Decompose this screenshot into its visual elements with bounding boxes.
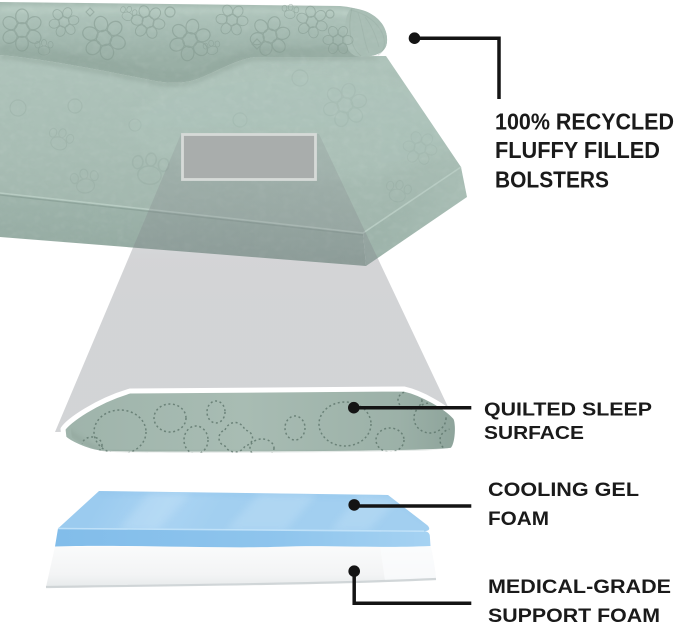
svg-text:SUPPORT FOAM: SUPPORT FOAM (488, 606, 660, 626)
svg-text:QUILTED SLEEP: QUILTED SLEEP (484, 399, 652, 420)
svg-text:FOAM: FOAM (488, 509, 549, 530)
svg-text:MEDICAL-GRADE: MEDICAL-GRADE (488, 577, 671, 598)
svg-text:FLUFFY FILLED: FLUFFY FILLED (495, 137, 660, 163)
svg-text:BOLSTERS: BOLSTERS (495, 166, 609, 192)
svg-text:100% RECYCLED: 100% RECYCLED (495, 108, 674, 134)
svg-text:COOLING GEL: COOLING GEL (488, 480, 639, 501)
svg-text:SURFACE: SURFACE (484, 422, 584, 443)
